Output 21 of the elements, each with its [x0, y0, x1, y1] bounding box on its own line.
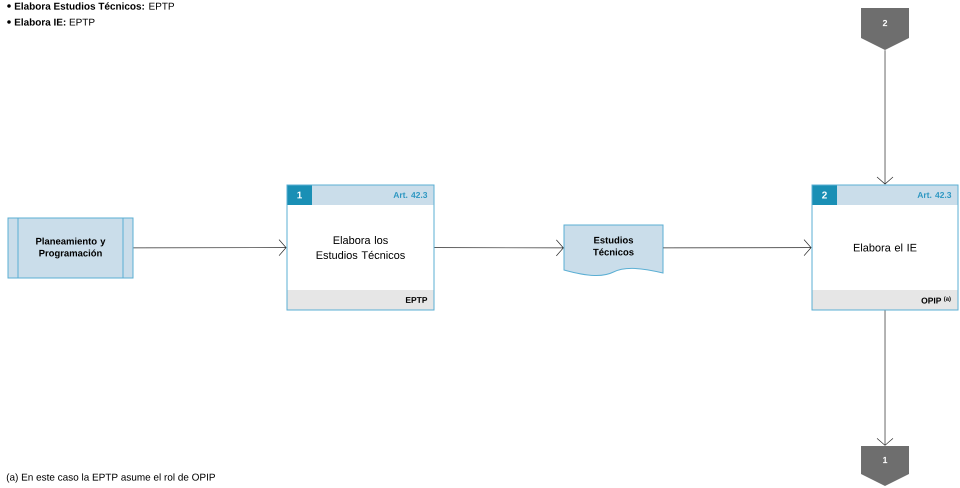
subprocess-box: Planeamiento y Programación [8, 218, 134, 278]
arrow [662, 239, 812, 256]
bullet-item: Elabora Estudios Técnicos: EPTP [14, 2, 174, 10]
step-number: 2 [822, 192, 827, 198]
footnote: (a) En este caso la EPTP asume el rol de OPIP [6, 473, 215, 483]
arrow [876, 50, 894, 184]
task-box [812, 184, 958, 310]
task-text: Elabora los Estudios Técnicos [316, 236, 405, 259]
task-box [286, 184, 434, 310]
article-reference: Art. 42.3 [393, 192, 428, 198]
article-reference: Art. 42.3 [918, 192, 952, 198]
off-page-connector: 2 [861, 8, 909, 50]
task-text: Elabora el IE [854, 243, 916, 252]
bullet-item: Elabora IE: EPTP [14, 18, 94, 26]
step-number: 1 [297, 192, 302, 198]
arrow [876, 310, 894, 446]
role-label: EPTP [406, 297, 428, 303]
off-page-connector: 1 [861, 446, 909, 486]
arrow [133, 239, 286, 256]
role-label: OPIP $^{(a)}$ [922, 296, 951, 304]
arrow [434, 240, 564, 256]
